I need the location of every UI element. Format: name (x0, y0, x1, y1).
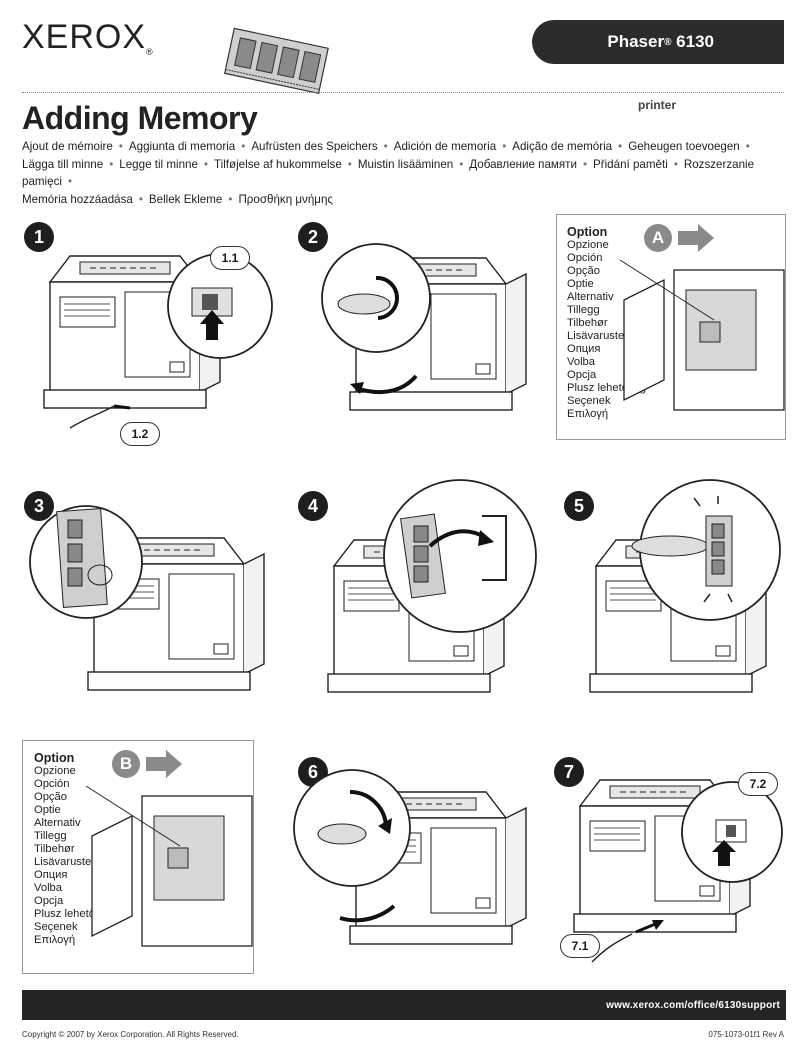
step-5-illustration (589, 479, 781, 693)
step-6-illustration (293, 769, 527, 945)
translation: Muistin lisääminen (357, 157, 454, 171)
translation: Adição de memória (512, 140, 613, 153)
option-label: Alternativ (567, 291, 614, 303)
product-type: printer (638, 98, 677, 112)
option-label: Opção (567, 265, 600, 277)
translation: Aufrüsten des Speichers (251, 140, 378, 153)
model-banner: Phaser® 6130 (532, 20, 784, 64)
option-label: Lisävaruste (567, 330, 625, 342)
option-a-badge: A (644, 224, 672, 252)
option-label: Seçenek (34, 921, 78, 933)
xerox-logo: XEROX® (22, 18, 154, 57)
translation: Přidání paměti (593, 157, 668, 171)
option-label: Option (34, 751, 75, 765)
model-name: Phaser (607, 32, 665, 51)
support-url[interactable]: www.xerox.com/office/6130support (606, 999, 780, 1011)
step-1-2-callout: 1.2 (120, 422, 160, 446)
option-label: Opcja (34, 895, 64, 907)
option-b-badge: B (112, 750, 140, 778)
step-7-2-callout: 7.2 (738, 772, 778, 796)
translation: Ajout de mémoire (22, 140, 113, 153)
option-a-illustration (619, 259, 785, 411)
option-label: Tillegg (567, 304, 600, 316)
step-2-number: 2 (298, 222, 328, 252)
memory-module-illustration (223, 27, 329, 95)
option-label: Opzione (34, 765, 76, 777)
option-label: Opção (34, 791, 67, 803)
option-label: Alternativ (34, 817, 81, 829)
option-label: Tillegg (34, 830, 67, 842)
translation: Memória hozzáadása (22, 192, 133, 206)
copyright: Copyright © 2007 by Xerox Corporation. A… (22, 1030, 239, 1039)
translation: Aggiunta di memoria (128, 140, 236, 153)
translation: Adición de memoria (393, 140, 497, 153)
translation: Lägga till minne (22, 157, 104, 171)
option-label: Option (567, 225, 608, 239)
option-label: Lisävaruste (34, 856, 92, 868)
option-b-illustration (85, 785, 253, 947)
step-3-number: 3 (24, 491, 54, 521)
step-1-number: 1 (24, 222, 54, 252)
translations-list: Ajout de mémoire•Aggiunta di memoria•Auf… (22, 140, 755, 206)
option-b-labels: Option Opzione Opción Opção Optie Altern… (34, 752, 113, 947)
translation: Geheugen toevoegen (628, 140, 740, 153)
option-label: Επιλογή (567, 408, 609, 420)
option-label: Optie (567, 278, 594, 290)
step-7-number: 7 (554, 757, 584, 787)
option-label: Επιλογή (34, 934, 76, 946)
option-label: Опция (567, 343, 601, 355)
step-7-1-callout: 7.1 (560, 934, 600, 958)
option-label: Опция (34, 869, 68, 881)
translation: Legge til minne (119, 157, 198, 171)
document-number: 075-1073-01f1 Rev A (708, 1030, 784, 1039)
step-1-1-callout: 1.1 (210, 246, 250, 270)
header-divider (22, 92, 784, 93)
step-4-number: 4 (298, 491, 328, 521)
option-label: Opzione (567, 239, 609, 251)
step-3-illustration (29, 505, 265, 691)
model-reg-mark: ® (664, 36, 672, 48)
option-label: Volba (567, 356, 595, 368)
option-label: Opción (34, 778, 70, 790)
model-number: 6130 (676, 32, 714, 51)
translation: Προσθήκη μνήμης (238, 192, 334, 206)
option-label: Seçenek (567, 395, 611, 407)
option-label: Optie (34, 804, 61, 816)
option-label: Tilbehør (567, 317, 608, 329)
option-label: Volba (34, 882, 62, 894)
option-b-arrow-icon (146, 750, 182, 778)
translation: Добавление памяти (469, 157, 577, 171)
step-5-number: 5 (564, 491, 594, 521)
page-title: Adding Memory (22, 100, 258, 136)
option-a-labels: Option Opzione Opción Opção Optie Altern… (567, 226, 646, 421)
translation: Bellek Ekleme (148, 192, 223, 206)
brand-name: XEROX (22, 18, 147, 56)
option-label: Tilbehør (34, 843, 75, 855)
translation: Tilføjelse af hukommelse (213, 157, 342, 171)
option-label: Opcja (567, 369, 597, 381)
translation: Rozszerzanie pamięci (22, 157, 755, 189)
option-a-arrow-icon (678, 224, 714, 252)
footer-bar: www.xerox.com/office/6130support (22, 990, 786, 1020)
option-label: Opción (567, 252, 603, 264)
step-7-illustration (573, 779, 783, 963)
step-1-illustration (43, 253, 273, 429)
step-2-illustration (321, 243, 527, 411)
step-4-illustration (327, 479, 537, 693)
brand-reg-mark: ® (146, 47, 154, 57)
